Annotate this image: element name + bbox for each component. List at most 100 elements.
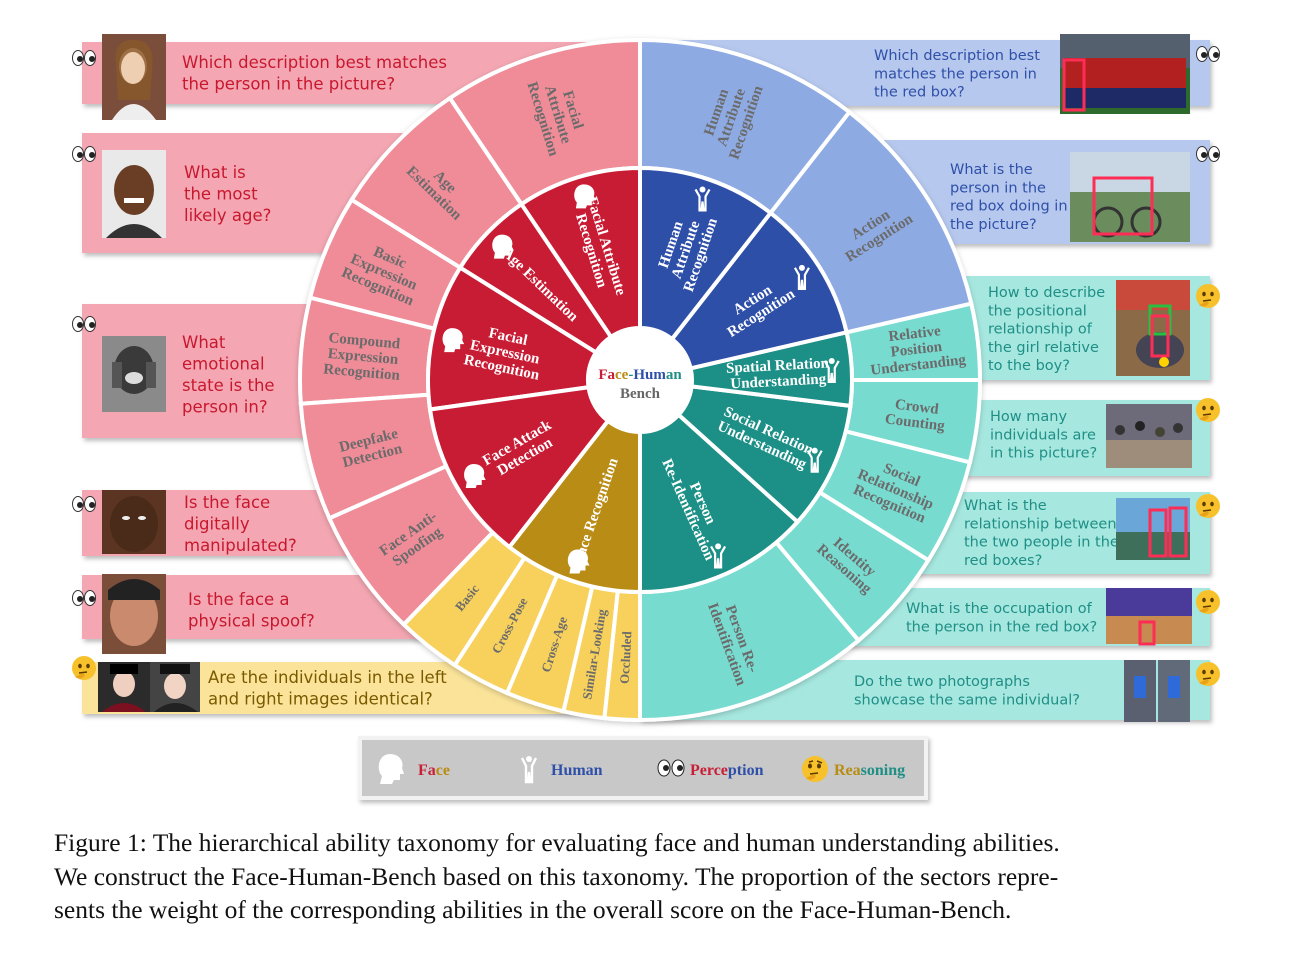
q-action-line: person in the bbox=[950, 180, 1046, 196]
figure-caption: Figure 1: The hierarchical ability taxon… bbox=[54, 826, 1244, 927]
q-expression-line: state is the bbox=[182, 376, 275, 395]
red-box-marker bbox=[1092, 176, 1154, 236]
outer-label-compound-expression-line: Recognition bbox=[323, 361, 401, 384]
center-title-char: e bbox=[622, 367, 629, 383]
eyes-icon bbox=[72, 316, 96, 332]
q-expression-line: person in? bbox=[182, 398, 268, 417]
legend-reasoning-first: Rea bbox=[834, 762, 861, 779]
human-icon bbox=[823, 357, 840, 384]
q-action-line: red box doing in bbox=[950, 199, 1068, 215]
q-identity-line: the person in the red box? bbox=[906, 619, 1097, 635]
q-relative-position-line: to the boy? bbox=[988, 358, 1070, 374]
thinking-face-icon bbox=[1196, 494, 1220, 518]
legend-human-icon bbox=[520, 756, 538, 784]
q-expression-line: emotional bbox=[182, 355, 265, 374]
q-crowd-line: individuals are bbox=[990, 427, 1096, 443]
inner-label-facial-expression-line: Facial bbox=[487, 325, 529, 349]
eyes-icon bbox=[72, 590, 96, 606]
thinking-face-icon bbox=[1196, 398, 1220, 422]
outer-label-compound-expression-line: Compound bbox=[328, 330, 401, 352]
photo-playroom bbox=[1116, 280, 1190, 376]
q-spoof-line: Is the face a bbox=[188, 590, 290, 609]
thinking-face-icon bbox=[1196, 662, 1220, 686]
face-icon bbox=[442, 328, 465, 353]
q-social-line: the two people in the bbox=[964, 535, 1119, 551]
outer-label-relative-position-line: Relative bbox=[888, 323, 942, 345]
center-title: Face-Human bbox=[598, 367, 682, 383]
q-relative-position-line: relationship of bbox=[988, 322, 1093, 338]
legend-reasoning-rest: soning bbox=[861, 762, 905, 779]
photo-beach-couple bbox=[1116, 498, 1190, 560]
photo-crowd bbox=[1106, 404, 1192, 468]
thinking-face-icon bbox=[72, 656, 96, 680]
photo-reid-pair bbox=[1124, 660, 1190, 722]
legend-perception-rest: ption bbox=[728, 762, 764, 779]
q-action-line: the picture? bbox=[950, 217, 1037, 233]
outer-label-crowd-counting-line: Counting bbox=[884, 411, 946, 434]
photo-child-grayscale bbox=[102, 336, 166, 412]
caption-line-2: We construct the Face-Human-Bench based … bbox=[54, 861, 1059, 891]
photo-volleyball bbox=[1106, 588, 1192, 646]
photo-football-team bbox=[1060, 34, 1190, 114]
sector-icons bbox=[442, 184, 840, 574]
q-deepfake-line: manipulated? bbox=[184, 536, 297, 555]
face-icon bbox=[567, 549, 590, 574]
q-human-attribute-line: matches the person in bbox=[874, 66, 1037, 82]
center-title-dash: - bbox=[628, 367, 633, 383]
svg-text:Face: Face bbox=[418, 762, 450, 779]
photo-young-man bbox=[102, 150, 166, 238]
q-deepfake-line: digitally bbox=[184, 515, 250, 534]
mode-markers bbox=[72, 46, 1220, 686]
human-icon bbox=[793, 264, 810, 290]
eyes-icon bbox=[72, 146, 96, 162]
q-age-line: likely age? bbox=[184, 206, 271, 225]
svg-text:Reasoning: Reasoning bbox=[834, 762, 905, 779]
caption-line-1: Figure 1: The hierarchical ability taxon… bbox=[54, 828, 1060, 857]
q-human-attribute-line: the red box? bbox=[874, 85, 965, 101]
inner-label-spatial-relation-line: Spatial Relation bbox=[726, 355, 830, 376]
q-reid-line: Do the two photographs bbox=[854, 674, 1030, 690]
legend-human-label: Human bbox=[551, 762, 603, 779]
legend-thinking-icon bbox=[802, 756, 828, 782]
legend: Face Human Perception Reasoning bbox=[358, 736, 928, 800]
q-expression-line: What bbox=[182, 333, 226, 352]
eyes-icon bbox=[1196, 146, 1220, 162]
thinking-face-icon bbox=[1196, 284, 1220, 308]
q-social-line: red boxes? bbox=[964, 553, 1042, 569]
q-spoof-line: physical spoof? bbox=[188, 612, 315, 631]
q-crowd-line: How many bbox=[990, 409, 1067, 425]
q-action-line: What is the bbox=[950, 162, 1033, 178]
legend-face-rest: ce bbox=[436, 762, 450, 779]
red-box-marker bbox=[1148, 508, 1168, 558]
human-icon bbox=[806, 447, 823, 473]
eyes-icon bbox=[72, 496, 96, 512]
center-title-char: n bbox=[673, 367, 682, 383]
photo-thumbnails bbox=[98, 34, 1192, 722]
q-deepfake-line: Is the face bbox=[184, 493, 270, 512]
q-social-line: What is the bbox=[964, 498, 1047, 514]
legend-box bbox=[358, 736, 928, 800]
human-icon bbox=[710, 543, 727, 569]
q-relative-position-line: How to describe bbox=[988, 285, 1105, 301]
legend-face-icon bbox=[378, 754, 404, 784]
q-age-line: What is bbox=[184, 163, 246, 182]
outer-label-occluded-line: Occluded bbox=[617, 630, 635, 684]
thinking-face-icon bbox=[1196, 590, 1220, 614]
photo-dark-face bbox=[102, 490, 166, 554]
outer-label-compound-expression-line: Expression bbox=[327, 346, 399, 368]
legend-face-first: Fa bbox=[418, 762, 436, 779]
red-box-marker bbox=[1168, 506, 1188, 558]
center-title-char: a bbox=[607, 367, 615, 383]
legend-perception-first: Perce bbox=[690, 762, 728, 779]
photo-queen-pair bbox=[98, 662, 200, 712]
center-title-char: H bbox=[633, 367, 645, 383]
q-human-attribute-line: Which description best bbox=[874, 48, 1040, 64]
inner-label-spatial-relation-line: Understanding bbox=[730, 371, 827, 392]
eyes-icon bbox=[1196, 46, 1220, 62]
q-age-line: the most bbox=[184, 185, 258, 204]
inner-sector-human-attribute bbox=[638, 165, 774, 342]
outer-label-occluded: Occluded bbox=[617, 630, 635, 684]
